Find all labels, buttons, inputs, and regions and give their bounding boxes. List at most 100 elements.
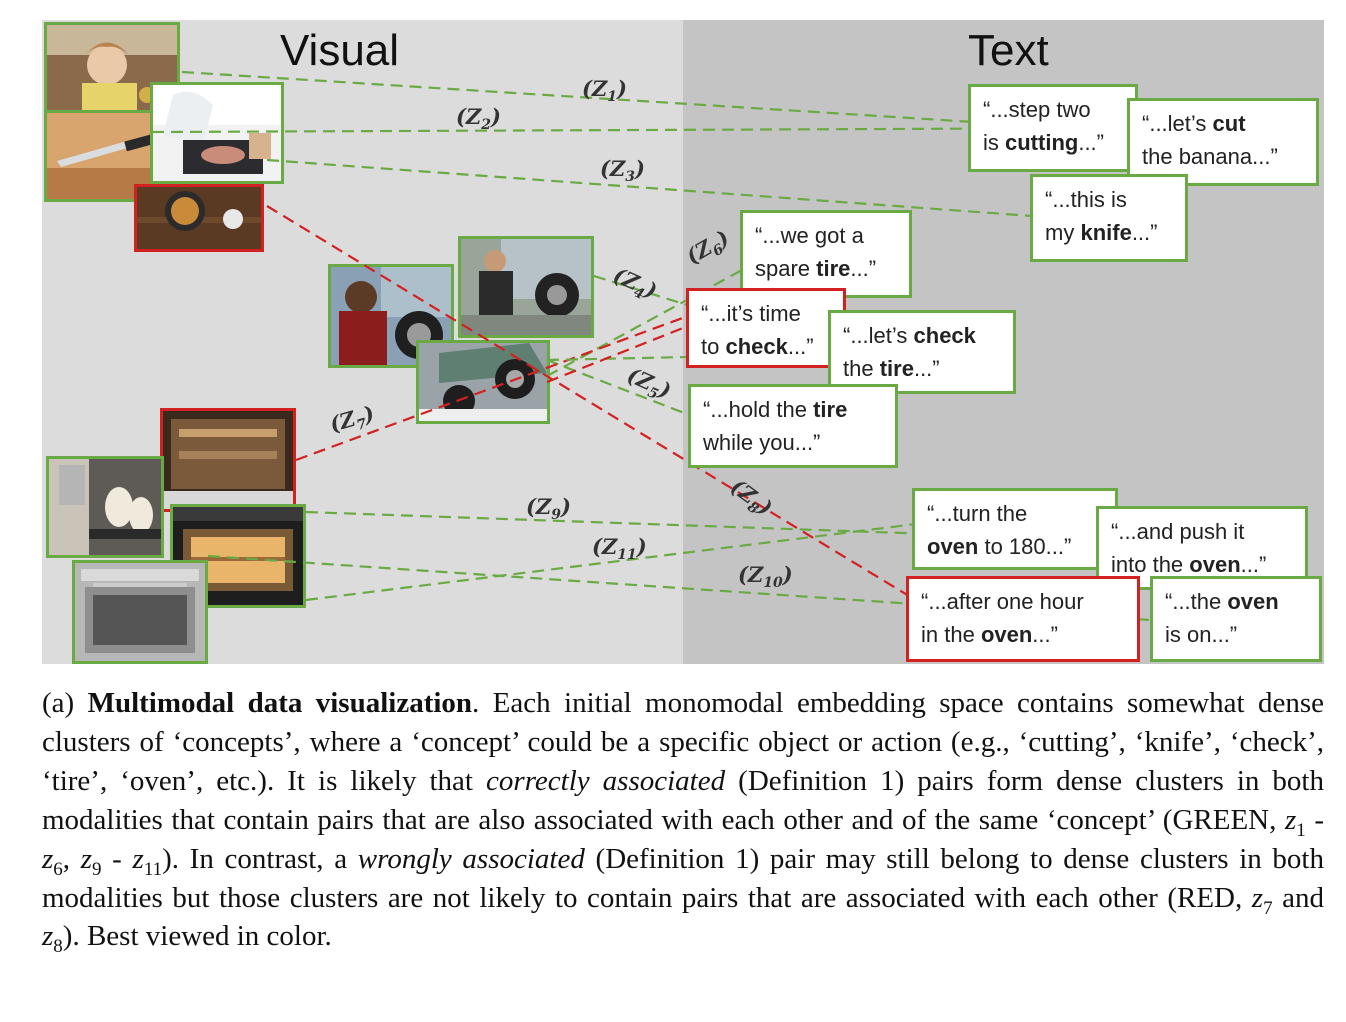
text-segment: “...the — [1165, 589, 1228, 614]
z-label-subscript: 2 — [481, 117, 492, 134]
caption-text: - — [101, 842, 133, 875]
person-at-oven-photo — [46, 456, 164, 558]
caption-text: (a) — [42, 687, 88, 719]
text-box-line: is on...” — [1165, 618, 1307, 651]
text-segment: “...let’s — [1142, 111, 1213, 136]
text-segment: while you...” — [703, 430, 821, 455]
text-segment: ...” — [1078, 130, 1104, 155]
caption-italic: wrongly associated — [357, 842, 585, 875]
keyword: tire — [816, 256, 851, 281]
text-segment: to 180...” — [978, 534, 1072, 559]
baking-dish-photo — [134, 184, 264, 252]
z-label-subscript: 9 — [551, 507, 562, 524]
text-box-oven-is-on: “...the oven is on...” — [1150, 576, 1322, 662]
keyword: check — [913, 323, 976, 348]
text-box-line: while you...” — [703, 426, 883, 459]
keyword: cutting — [1005, 130, 1079, 155]
link-z5 — [546, 358, 693, 418]
man-changing-tire-photo — [458, 236, 594, 338]
text-segment: spare — [755, 256, 817, 281]
text-segment: “...after one hour — [921, 589, 1084, 614]
z-label-close: ) — [491, 104, 501, 129]
text-segment: ...” — [787, 334, 814, 359]
text-segment: in the — [921, 622, 981, 647]
caption-subscript: 11 — [143, 858, 163, 880]
keyword: cut — [1212, 111, 1246, 136]
figure-caption: (a) Multimodal data visualization. Each … — [42, 684, 1324, 956]
text-segment: “...step two — [983, 97, 1091, 122]
keyword: tire — [879, 356, 914, 381]
text-box-line: “...hold the tire — [703, 393, 883, 426]
z-label-base: (Z — [526, 494, 552, 519]
keyword: knife — [1080, 220, 1132, 245]
caption-text: ). In contrast, a — [162, 842, 358, 875]
caption-italic: z — [132, 842, 144, 875]
z-label-close: ) — [636, 534, 647, 559]
keyword: tire — [813, 397, 848, 422]
z2-label: (Z2) — [456, 104, 501, 133]
text-box-line: spare tire...” — [755, 252, 897, 285]
text-box-line: the tire...” — [843, 352, 1001, 385]
z3-label: (Z3) — [600, 156, 645, 185]
z-label-base: (Z — [592, 534, 618, 559]
text-segment: is on...” — [1165, 622, 1238, 647]
caption-subscript: 1 — [1296, 819, 1306, 841]
link-z1 — [181, 70, 1133, 134]
text-box-line: into the oven...” — [1111, 548, 1293, 581]
text-box-hold-tire: “...hold the tire while you...” — [688, 384, 898, 468]
z-label-subscript: 10 — [763, 575, 783, 592]
text-segment: the — [843, 356, 880, 381]
caption-text: (Definition 1) pair may still belong to … — [42, 842, 1324, 914]
text-segment: “...let’s — [843, 323, 914, 348]
keyword: check — [725, 334, 788, 359]
z11-label: (Z11) — [592, 534, 647, 563]
text-box-line: “...this is — [1045, 183, 1173, 216]
text-segment: ...” — [1131, 220, 1158, 245]
text-box-line: in the oven...” — [921, 618, 1125, 651]
caption-text: ). Best viewed in color. — [62, 920, 332, 953]
text-box-line: “...let’s check — [843, 319, 1001, 352]
caption-text: , — [62, 842, 81, 875]
z9-label: (Z9) — [526, 494, 571, 523]
text-box-line: “...the oven — [1165, 585, 1307, 618]
text-box-line: “...step two — [983, 93, 1123, 126]
text-segment: my — [1045, 220, 1081, 245]
keyword: oven — [927, 534, 979, 559]
text-box-line: is cutting...” — [983, 126, 1123, 159]
z-label-subscript: 1 — [607, 89, 618, 106]
text-box-line: “...turn the — [927, 497, 1103, 530]
caption-subscript: 6 — [53, 858, 63, 880]
caption-italic: z — [42, 920, 54, 953]
keyword: oven — [980, 622, 1033, 647]
caption-subscript: 8 — [53, 936, 63, 958]
z-label-close: ) — [561, 494, 571, 519]
text-segment: ...” — [1240, 552, 1267, 577]
caption-text: (Definition 1) pairs form dense clusters… — [42, 764, 1324, 836]
caption-text: - — [1305, 803, 1324, 836]
text-box-my-knife: “...this is my knife...” — [1030, 174, 1188, 262]
z10-label: (Z10) — [738, 562, 793, 591]
z-label-close: ) — [635, 156, 645, 181]
text-box-line: the banana...” — [1142, 140, 1304, 173]
z-label-base: (Z — [326, 405, 359, 437]
keyword: oven — [1189, 552, 1241, 577]
link-z11 — [305, 520, 933, 602]
oven-closed-photo — [72, 560, 208, 664]
z-label-base: (Z — [600, 156, 626, 181]
caption-subscript: 7 — [1263, 897, 1273, 919]
caption-italic: z — [80, 842, 93, 875]
text-segment: “...this is — [1045, 187, 1127, 212]
z-label-close: ) — [617, 76, 627, 101]
z-label-base: (Z — [582, 76, 608, 101]
text-box-step-two-cutting: “...step two is cutting...” — [968, 84, 1138, 172]
caption-heading: Multimodal data visualization — [87, 687, 473, 719]
text-segment: to — [701, 334, 726, 359]
text-box-line: oven to 180...” — [927, 530, 1103, 563]
text-segment: the banana...” — [1142, 144, 1278, 169]
caption-subscript: 9 — [92, 858, 102, 880]
text-segment: into the — [1111, 552, 1190, 577]
caption-italic: z — [1251, 881, 1264, 914]
text-segment: “...it’s time — [701, 301, 801, 326]
